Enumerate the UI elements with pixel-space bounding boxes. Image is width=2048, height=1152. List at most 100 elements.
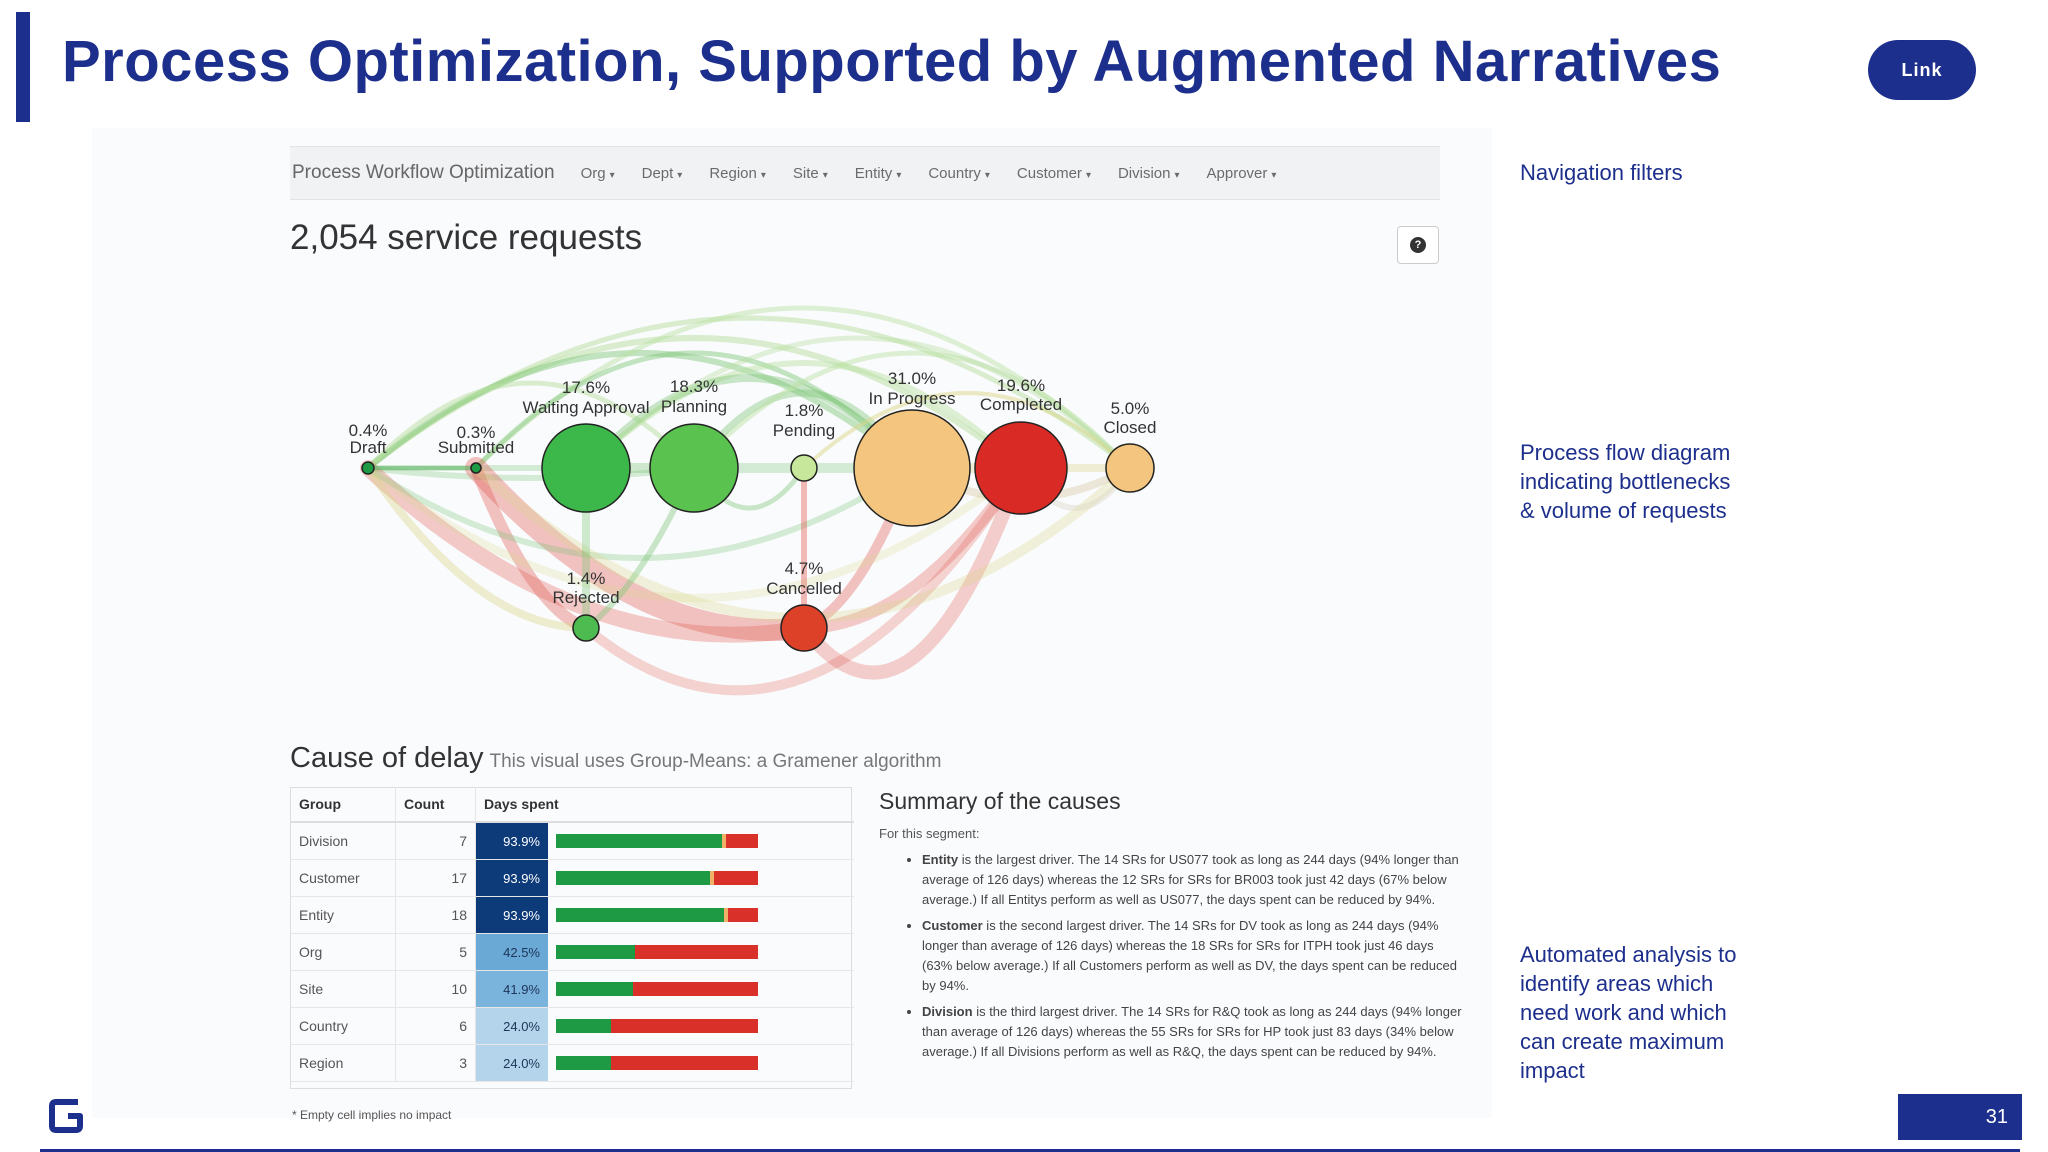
flow-node-rejected[interactable] <box>572 614 600 642</box>
caret-down-icon: ▾ <box>984 169 990 181</box>
filter-org[interactable]: Org▾ <box>580 164 615 182</box>
filter-country[interactable]: Country▾ <box>928 164 990 182</box>
flow-node-pct: 4.7% <box>785 559 824 578</box>
cell-group: Division <box>291 822 396 860</box>
help-button[interactable]: ? <box>1397 226 1439 264</box>
header-group[interactable]: Group <box>291 787 396 823</box>
flow-node-label: Draft <box>350 438 387 457</box>
cell-count: 3 <box>395 1044 476 1082</box>
flow-arc <box>797 461 1028 680</box>
filter-site[interactable]: Site▾ <box>792 164 828 182</box>
caret-down-icon: ▾ <box>1085 169 1091 181</box>
flow-arc <box>582 374 916 472</box>
flow-node-submitted[interactable] <box>470 462 482 474</box>
filter-approver[interactable]: Approver▾ <box>1206 164 1277 182</box>
caret-down-icon: ▾ <box>677 169 683 181</box>
page-number: 31 <box>1898 1094 2022 1140</box>
flow-node-label: Pending <box>773 421 835 440</box>
filter-dept[interactable]: Dept▾ <box>641 164 683 182</box>
flow-arc <box>470 462 592 634</box>
summary-item: Entity is the largest driver. The 14 SRs… <box>922 850 1462 910</box>
summary-title: Summary of the causes <box>879 788 1121 814</box>
flow-arc <box>365 465 915 561</box>
caret-down-icon: ▾ <box>1271 169 1277 181</box>
flow-node-pct: 18.3% <box>670 377 718 396</box>
flow-node-draft[interactable] <box>361 461 375 475</box>
question-icon: ? <box>1410 237 1426 253</box>
link-button[interactable]: Link <box>1868 40 1976 100</box>
cell-group: Org <box>291 933 396 971</box>
flow-arc <box>798 462 1027 634</box>
flow-node-label: Planning <box>661 397 727 416</box>
cell-count: 7 <box>395 822 476 860</box>
flow-node-pending[interactable] <box>790 454 818 482</box>
cell-count: 5 <box>395 933 476 971</box>
flow-node-label: Completed <box>980 395 1062 414</box>
header-count[interactable]: Count <box>395 787 476 823</box>
flow-arc <box>360 460 812 643</box>
flow-node-pct: 1.4% <box>567 569 606 588</box>
flow-node-pct: 19.6% <box>997 376 1045 395</box>
cell-bar <box>548 859 854 897</box>
flow-arc <box>802 391 1132 470</box>
flow-node-completed[interactable] <box>974 421 1068 515</box>
flow-node-closed[interactable] <box>1105 443 1155 493</box>
cell-days: 41.9% <box>475 970 548 1008</box>
cell-days: 93.9% <box>475 822 548 860</box>
flow-arc <box>473 305 1133 471</box>
cell-group: Region <box>291 1044 396 1082</box>
flow-node-planning[interactable] <box>649 423 739 513</box>
footnote: * Empty cell implies no impact <box>292 1108 452 1122</box>
cell-group: Customer <box>291 859 396 897</box>
flow-node-label: Rejected <box>552 588 619 607</box>
filter-customer[interactable]: Customer▾ <box>1016 164 1091 182</box>
flow-arc <box>365 380 697 471</box>
flow-node-label: Cancelled <box>766 579 842 598</box>
caret-down-icon: ▾ <box>760 169 766 181</box>
flow-arc <box>691 350 1133 471</box>
delay-bar <box>556 945 758 959</box>
flow-node-in-progress[interactable] <box>853 409 971 527</box>
cell-group: Country <box>291 1007 396 1045</box>
filter-division[interactable]: Division▾ <box>1117 164 1180 182</box>
navigation-bar: Process Workflow Optimization Org▾ Dept▾… <box>290 146 1440 200</box>
delay-bar <box>556 1056 758 1070</box>
app-brand[interactable]: Process Workflow Optimization <box>292 162 555 183</box>
cell-days: 24.0% <box>475 1007 548 1045</box>
caret-down-icon: ▾ <box>1174 169 1180 181</box>
cell-bar <box>548 933 854 971</box>
flow-arc <box>365 350 915 471</box>
slide-title: Process Optimization, Supported by Augme… <box>62 29 1722 94</box>
cell-bar <box>548 822 854 860</box>
cell-count: 10 <box>395 970 476 1008</box>
caret-down-icon: ▾ <box>896 169 902 181</box>
flow-node-cancelled[interactable] <box>780 604 828 652</box>
delay-bar <box>556 1019 758 1033</box>
flow-node-waiting-approval[interactable] <box>541 423 631 513</box>
flow-node-pct: 31.0% <box>888 369 936 388</box>
cell-bar <box>548 1044 854 1082</box>
flow-node-pct: 17.6% <box>562 378 610 397</box>
flow-node-pct: 0.4% <box>349 421 388 440</box>
filter-region[interactable]: Region▾ <box>709 164 766 182</box>
delay-bar <box>556 982 758 996</box>
flow-arc <box>583 360 1024 471</box>
cell-days: 93.9% <box>475 896 548 934</box>
cell-bar <box>548 896 854 934</box>
filter-entity[interactable]: Entity▾ <box>854 164 902 182</box>
header-days[interactable]: Days spent <box>475 787 854 823</box>
delay-bar <box>556 871 758 885</box>
flow-node-label: Submitted <box>438 438 515 457</box>
summary-segment: For this segment: <box>879 826 980 841</box>
cell-group: Site <box>291 970 396 1008</box>
